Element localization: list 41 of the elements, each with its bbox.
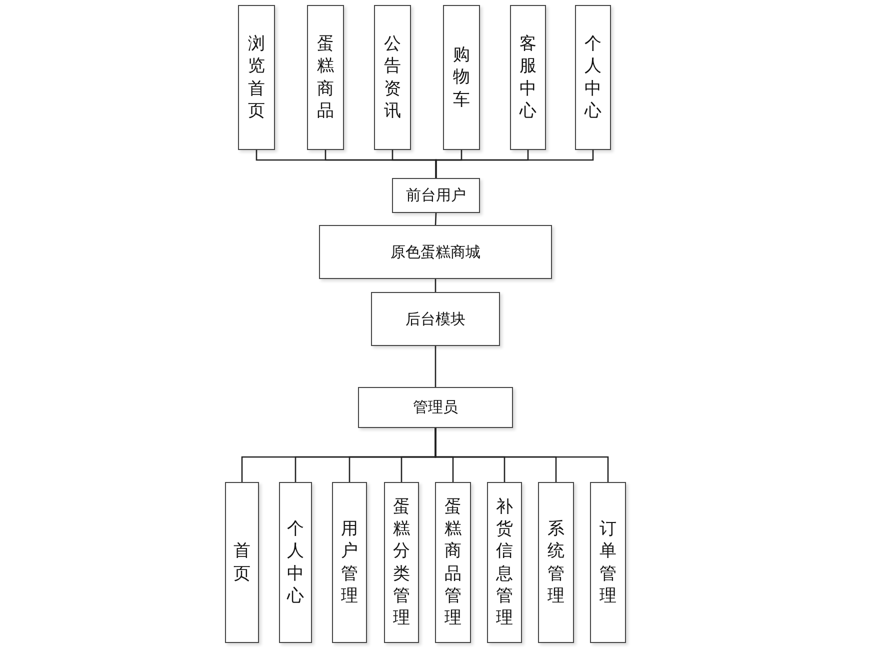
- connector-line: [434, 428, 609, 482]
- module-label: 管理员: [413, 398, 458, 417]
- module-label: 蛋糕分类管理: [393, 496, 410, 629]
- module-label: 蛋糕商品管理: [444, 496, 462, 629]
- module-box: [307, 5, 344, 150]
- module-box: [358, 387, 513, 428]
- module-box: [225, 482, 259, 643]
- module-label: 用户管理: [341, 518, 358, 607]
- module-box: [392, 178, 480, 213]
- module-box: [435, 482, 471, 643]
- module-label: 订单管理: [600, 518, 616, 607]
- module-label: 首页: [234, 540, 250, 585]
- module-box: [538, 482, 574, 643]
- module-box: [238, 5, 275, 150]
- module-box: [279, 482, 312, 643]
- module-box: [371, 292, 500, 346]
- connector-line: [434, 212, 437, 226]
- module-label: 补货信息管理: [496, 496, 513, 629]
- module-label: 公告资讯: [384, 33, 401, 122]
- module-label: 原色蛋糕商城: [390, 242, 480, 262]
- module-box: [443, 5, 480, 150]
- module-label: 购物车: [453, 44, 470, 111]
- module-box: [510, 5, 546, 150]
- module-box: [374, 5, 411, 150]
- module-box: [332, 482, 367, 643]
- module-label: 蛋糕商品: [317, 33, 334, 122]
- module-label: 后台模块: [406, 310, 466, 328]
- module-box: [590, 482, 626, 643]
- connector-line: [434, 346, 436, 387]
- module-label: 客服中心: [520, 33, 536, 122]
- module-label: 个人中心: [584, 33, 602, 122]
- module-box: [487, 482, 522, 643]
- connector-line: [435, 150, 594, 178]
- module-label: 浏览首页: [248, 33, 265, 122]
- module-label: 系统管理: [548, 518, 564, 607]
- module-label: 前台用户: [406, 186, 466, 205]
- module-box: [575, 5, 611, 150]
- connector-line: [434, 279, 436, 292]
- module-box: [384, 482, 419, 643]
- module-label: 个人中心: [287, 518, 304, 607]
- module-box: [319, 225, 552, 279]
